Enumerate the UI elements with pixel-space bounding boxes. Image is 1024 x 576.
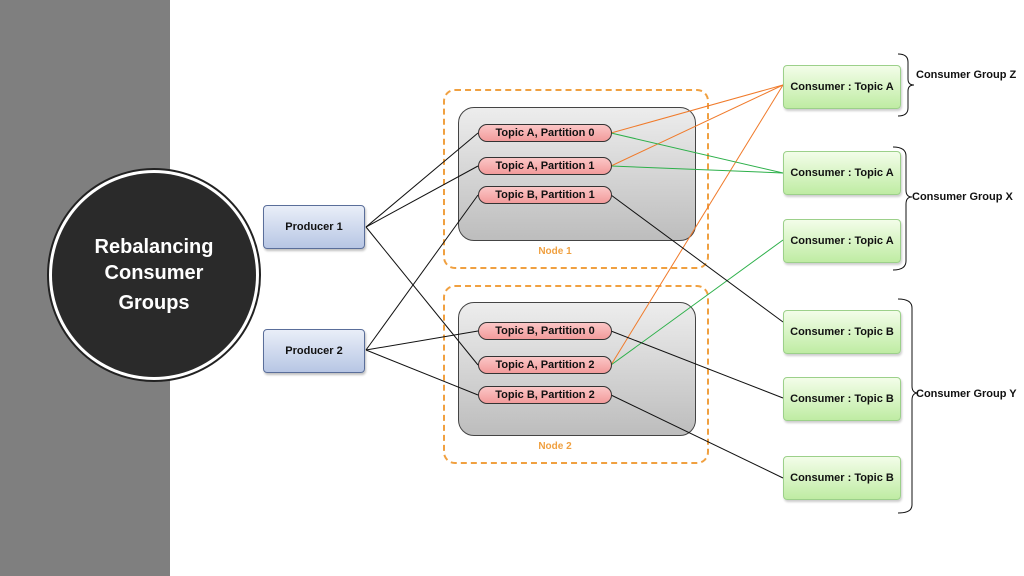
partition-topic-a-2: Topic A, Partition 2 (478, 356, 612, 374)
title-line-3: Groups (118, 292, 190, 314)
partition-topic-b-2: Topic B, Partition 2 (478, 386, 612, 404)
node-1-container (443, 89, 709, 269)
partition-topic-a-0: Topic A, Partition 0 (478, 124, 612, 142)
link-y-b0 (610, 330, 784, 399)
link-y-b1 (610, 194, 784, 323)
consumer-y-3: Consumer : Topic B (783, 456, 901, 500)
node-2-label: Node 2 (538, 441, 572, 452)
consumer-x-2: Consumer : Topic A (783, 219, 901, 263)
producer-2-box: Producer 2 (263, 329, 365, 373)
link-producer2-b1 (365, 194, 479, 351)
link-y-b2 (610, 394, 784, 479)
link-x-a1 (610, 165, 784, 174)
link-producer2-b2 (365, 349, 479, 396)
link-z-a1 (610, 84, 784, 167)
title-line-1: Rebalancing (94, 236, 214, 258)
partition-topic-b-1: Topic B, Partition 1 (478, 186, 612, 204)
group-z-label: Consumer Group Z (916, 69, 1017, 81)
group-y-label: Consumer Group Y (916, 388, 1017, 400)
partition-topic-b-0: Topic B, Partition 0 (478, 322, 612, 340)
consumer-x-1: Consumer : Topic A (783, 151, 901, 195)
link-x-a0 (610, 132, 784, 174)
brace-group-z (897, 53, 915, 117)
link-x-a2 (610, 239, 784, 366)
link-producer1-a0 (365, 132, 479, 228)
title-circle (52, 173, 256, 377)
brace-group-y (897, 298, 919, 514)
link-z-a2 (610, 84, 784, 366)
group-x-label: Consumer Group X (912, 191, 1013, 203)
producer-1-box: Producer 1 (263, 205, 365, 249)
node-1-label: Node 1 (538, 246, 572, 257)
brace-group-x (892, 146, 913, 271)
consumer-y-2: Consumer : Topic B (783, 377, 901, 421)
consumer-z-1: Consumer : Topic A (783, 65, 901, 109)
link-producer2-b0 (365, 330, 479, 351)
link-producer1-a1 (365, 165, 479, 228)
node-2-container (443, 285, 709, 464)
consumer-y-1: Consumer : Topic B (783, 310, 901, 354)
partition-topic-a-1: Topic A, Partition 1 (478, 157, 612, 175)
link-z-a0 (610, 84, 784, 134)
title-line-2: Consumer (104, 262, 204, 284)
link-producer1-a2 (365, 226, 479, 366)
